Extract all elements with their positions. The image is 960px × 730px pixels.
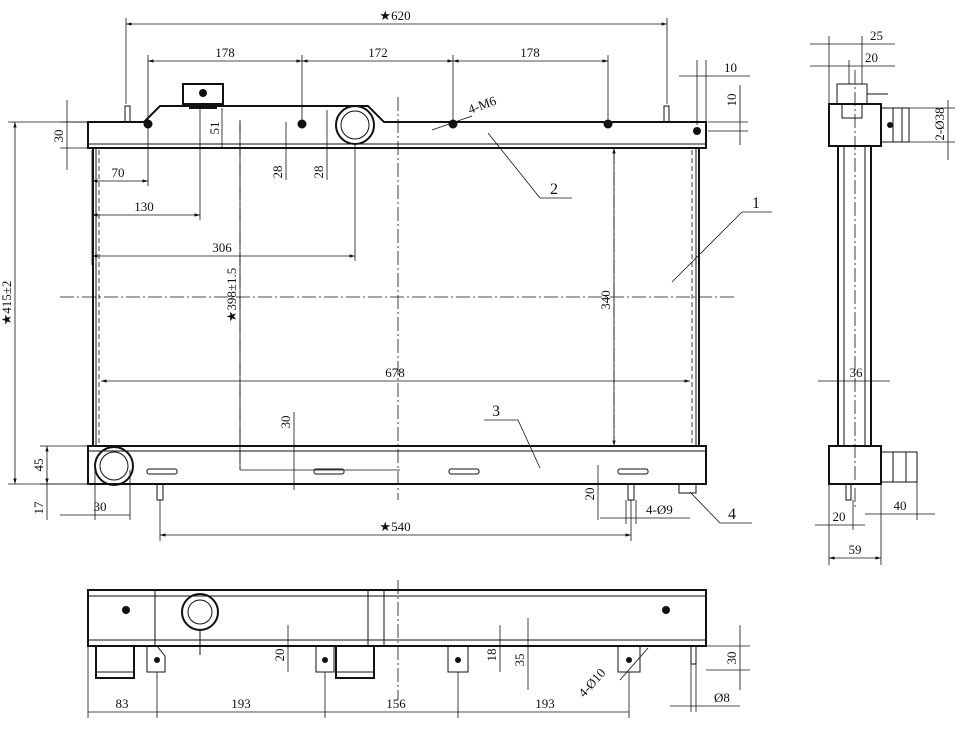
dim-4-m6: 4-M6 xyxy=(466,93,499,117)
dim-156: 156 xyxy=(386,696,406,711)
side-dimensions: 25 20 2-Ø38 36 20 40 59 xyxy=(810,28,955,565)
dim-70: 70 xyxy=(112,165,125,180)
dim-10-horizontal: 10 xyxy=(724,60,737,75)
dim-415: ★415±2 xyxy=(0,281,14,326)
dim-4-o9: 4-Ø9 xyxy=(646,502,673,517)
front-dimensions: ★620 178 172 178 70 130 306 678 ★540 xyxy=(0,8,772,541)
bottom-tank xyxy=(87,445,707,485)
outlet-pipe xyxy=(94,446,134,486)
dim-678: 678 xyxy=(385,365,405,380)
dim-10-vertical: 10 xyxy=(724,94,739,107)
bottom-view xyxy=(87,580,707,700)
dim-172: 172 xyxy=(368,45,388,60)
bottom-dimensions: 83 193 156 193 20 18 35 30 4-Ø10 Ø8 xyxy=(87,618,750,718)
dim-30-bottom-left: 30 xyxy=(94,499,107,514)
dim-side-2-o38: 2-Ø38 xyxy=(932,107,947,140)
callout-1: 1 xyxy=(752,195,760,212)
dim-side-59: 59 xyxy=(849,542,862,557)
dim-28-b: 28 xyxy=(311,166,326,179)
side-view xyxy=(828,70,918,510)
dim-83: 83 xyxy=(116,696,129,711)
dim-28-a: 28 xyxy=(270,166,285,179)
dim-30-mid: 30 xyxy=(278,416,293,429)
dim-340: 340 xyxy=(598,290,613,310)
callout-2: 2 xyxy=(550,181,558,198)
dim-193-b: 193 xyxy=(535,696,555,711)
dim-o8: Ø8 xyxy=(714,690,730,705)
dim-178-left: 178 xyxy=(215,45,235,60)
dim-193-a: 193 xyxy=(231,696,251,711)
bottom-slots xyxy=(146,468,649,475)
dim-overall-width: ★620 xyxy=(379,8,410,23)
front-view xyxy=(60,83,735,501)
dim-4-o10: 4-Ø10 xyxy=(575,665,608,700)
dim-side-36: 36 xyxy=(850,365,864,380)
top-mounting-holes xyxy=(143,119,701,135)
dim-540: ★540 xyxy=(379,519,410,534)
filler-cap xyxy=(182,83,224,109)
dim-51: 51 xyxy=(207,122,222,135)
dim-bottom-18: 18 xyxy=(484,649,499,662)
dim-bottom-35: 35 xyxy=(512,654,527,667)
dim-130: 130 xyxy=(134,199,154,214)
dim-45: 45 xyxy=(31,459,46,472)
dim-30-top-tank: 30 xyxy=(51,130,66,143)
dim-bottom-30: 30 xyxy=(724,652,739,665)
dim-20-pin: 20 xyxy=(582,488,597,501)
dim-17: 17 xyxy=(31,501,46,515)
dim-side-20-bottom: 20 xyxy=(833,509,846,524)
dim-bottom-20: 20 xyxy=(272,649,287,662)
callout-4: 4 xyxy=(728,506,736,523)
inlet-pipe xyxy=(335,105,375,145)
dim-398: ★398±1.5 xyxy=(224,268,239,323)
dim-side-20-top: 20 xyxy=(865,50,878,65)
dim-306: 306 xyxy=(212,240,232,255)
drain-plug xyxy=(678,483,697,494)
callout-3: 3 xyxy=(492,403,500,420)
dim-side-40: 40 xyxy=(894,498,907,513)
top-tank xyxy=(87,105,707,149)
dim-178-right: 178 xyxy=(520,45,540,60)
dim-side-25: 25 xyxy=(870,28,883,43)
